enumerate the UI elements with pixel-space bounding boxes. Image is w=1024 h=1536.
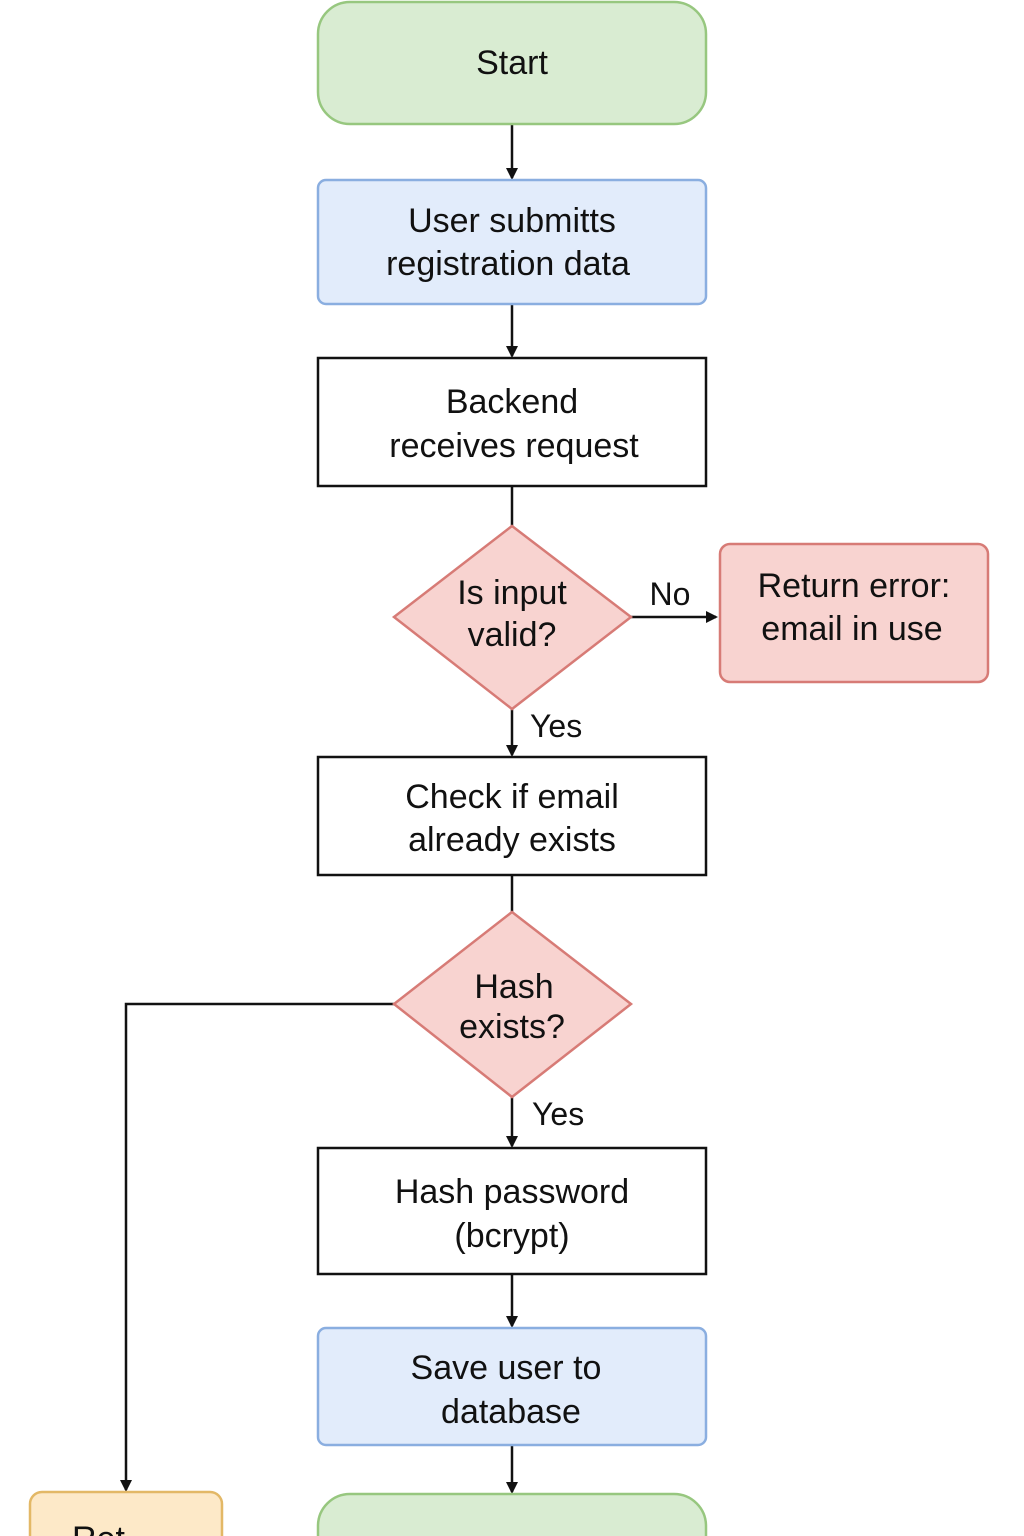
connector-hash-check-to-bottom-left xyxy=(120,1002,394,1492)
backend-node-line2: receives request xyxy=(389,427,639,465)
valid-decision-node xyxy=(391,524,634,711)
hash-password-line2: (bcrypt) xyxy=(454,1217,569,1255)
backend-node xyxy=(316,356,708,488)
hash-decision-line2: exists? xyxy=(459,1008,565,1046)
edge-label-yes-hash: Yes xyxy=(532,1096,584,1132)
submit-node-line1: User submitts xyxy=(408,202,616,240)
save-user-node xyxy=(316,1326,708,1447)
hash-decision-line1: Hash xyxy=(474,968,553,1006)
bottom-left-node xyxy=(28,1490,224,1536)
start-node xyxy=(316,0,708,126)
submit-node-line2: registration data xyxy=(386,245,630,283)
edge-label-no: No xyxy=(650,576,691,612)
valid-decision-line1: Is input xyxy=(457,574,567,612)
email-check-line2: already exists xyxy=(408,821,616,859)
save-user-line1: Save user to xyxy=(411,1349,602,1387)
valid-decision-line2: valid? xyxy=(468,616,557,654)
error-node-line1: Return error: xyxy=(758,567,951,605)
hash-decision-node xyxy=(391,910,634,1099)
email-check-line1: Check if email xyxy=(405,778,619,816)
bottom-left-node-label: Ret xyxy=(72,1520,125,1536)
submit-node xyxy=(316,178,708,306)
error-node-line2: email in use xyxy=(761,610,942,648)
email-check-node xyxy=(316,755,708,877)
start-node-label: Start xyxy=(476,44,548,82)
save-user-line2: database xyxy=(441,1393,581,1431)
error-node xyxy=(718,542,990,684)
backend-node-line1: Backend xyxy=(446,383,578,421)
hash-password-node xyxy=(316,1146,708,1276)
end-node xyxy=(316,1492,708,1536)
edge-label-yes-valid: Yes xyxy=(530,708,582,744)
hash-password-line1: Hash password xyxy=(395,1173,629,1211)
